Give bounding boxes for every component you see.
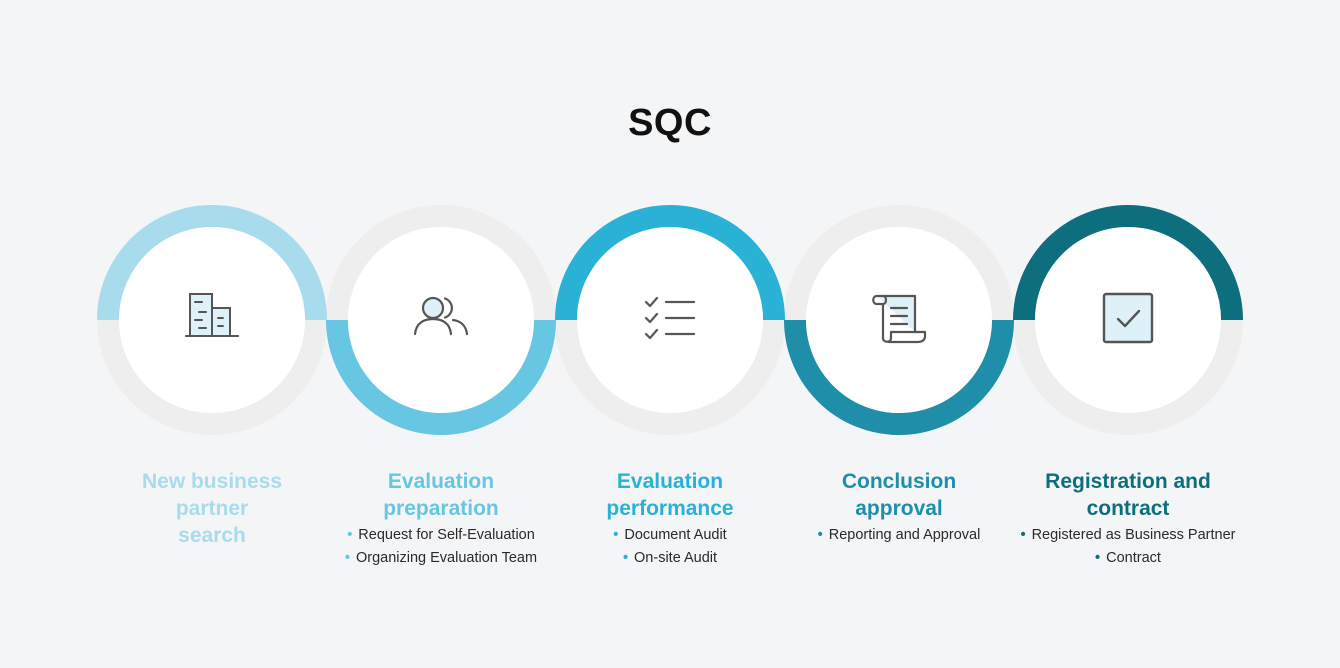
ring-arc-2 <box>326 319 556 435</box>
checkbox-icon <box>1096 286 1160 350</box>
ring-center-4 <box>806 227 992 413</box>
list-item-label: Reporting and Approval <box>828 527 981 543</box>
step-2-text: Evaluation preparation • Request for Self-E… <box>321 468 561 570</box>
list-item-label: Request for Self-Evaluation <box>358 527 535 543</box>
bullet-icon: • <box>622 550 629 566</box>
bullet-icon: • <box>1095 550 1101 566</box>
step-3-items: • Document Audit • On-site Audit <box>550 524 790 570</box>
step-3-title: Evaluation performance <box>550 468 790 522</box>
ring-center-3 <box>577 227 763 413</box>
list-item-label: Contract <box>1106 550 1161 566</box>
list-item: • On-site Audit <box>550 547 790 570</box>
checklist-icon <box>638 286 702 350</box>
step-title-line: Evaluation <box>616 470 724 493</box>
step-title-line: preparation <box>383 497 499 520</box>
bullet-icon: • <box>1020 527 1026 543</box>
office-building-icon <box>180 286 244 350</box>
step-4-text: Conclusion approval • Reporting and Approva… <box>779 468 1019 547</box>
step-2-items: •Request for Self-Evaluation•Organizing … <box>321 524 561 570</box>
step-3-text: Evaluation performance • Document Audit • On-… <box>550 468 790 570</box>
step-1-title: New business partner search <box>92 468 332 549</box>
step-4-items: • Reporting and Approval <box>779 524 1019 547</box>
scroll-document-icon <box>867 286 931 350</box>
step-4-title: Conclusion approval <box>779 468 1019 522</box>
users-icon <box>409 286 473 350</box>
bullet-icon: • <box>344 550 350 566</box>
step-title-line: contract <box>1086 497 1170 520</box>
bullet-icon: • <box>817 527 823 543</box>
step-title-line: Registration and <box>1045 470 1211 493</box>
list-item-label: On-site Audit <box>634 550 718 566</box>
step-title-line: Evaluation <box>387 470 495 493</box>
list-item: • Request for Self-Evaluation <box>321 524 561 547</box>
ring-arc-1 <box>97 205 327 321</box>
step-2-title: Evaluation preparation <box>321 468 561 522</box>
step-title-line: Conclusion <box>841 470 957 493</box>
list-item: • Organizing Evaluation Team <box>321 547 561 570</box>
step-5-items: • Registered as Business Partner • Contract <box>1008 524 1248 570</box>
list-item-label: Organizing Evaluation Team <box>355 550 538 566</box>
step-5-text: Registration and contract • Registered as B… <box>1008 468 1248 570</box>
step-title-line: search <box>178 524 246 547</box>
diagram-title: SQC <box>628 102 712 144</box>
step-title-line: New business <box>141 470 283 493</box>
list-item: • Contract <box>1008 547 1248 570</box>
list-item: • Registered as Business Partner <box>1008 524 1248 547</box>
step-title-line: performance <box>606 497 734 520</box>
step-1-text: New business partner search <box>92 468 332 549</box>
ring-arc-5 <box>1013 205 1243 321</box>
list-item: • Document Audit <box>550 524 790 547</box>
step-title-line: approval <box>855 497 943 520</box>
list-item-label: Registered as Business Partner <box>1031 527 1236 543</box>
bullet-icon: • <box>347 527 353 543</box>
list-item-label: Document Audit <box>624 527 727 543</box>
step-title-line: partner <box>175 497 249 520</box>
ring-arc-3 <box>555 205 785 321</box>
ring-arc-4 <box>784 319 1014 435</box>
step-5-title: Registration and contract <box>1008 468 1248 522</box>
bullet-icon: • <box>613 527 619 543</box>
list-item: • Reporting and Approval <box>779 524 1019 547</box>
